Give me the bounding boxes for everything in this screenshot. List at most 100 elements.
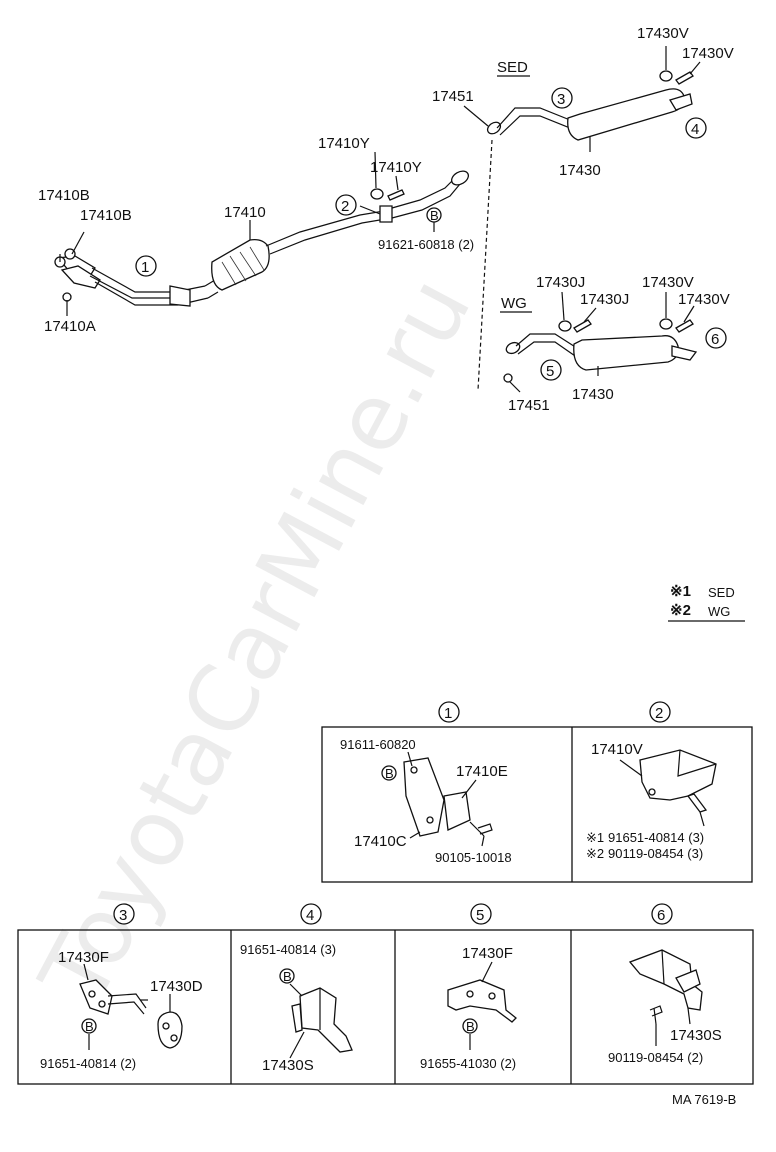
gasket-17451-bot: [503, 373, 513, 383]
svg-text:5: 5: [546, 363, 554, 380]
label-17430J-b: 17430J: [580, 291, 629, 308]
variant-sed: SED: [497, 59, 528, 76]
detail-box-1: B 91611-60820 17410E 17410C 90105-10018: [340, 737, 512, 865]
label-17430-bot: 17430: [572, 386, 614, 403]
gasket-17430V-a: [659, 70, 673, 82]
label-17430J-a: 17430J: [536, 274, 585, 291]
front-exhaust-pipe: [56, 255, 209, 307]
label-17410Y-a: 17410Y: [318, 135, 370, 152]
watermark: ToyotaCarMine.ru: [19, 260, 491, 1021]
svg-text:※1: ※1: [670, 583, 691, 600]
label-17410A: 17410A: [44, 318, 96, 335]
label-17410Y-b: 17410Y: [370, 159, 422, 176]
label-17410B-a: 17410B: [38, 187, 90, 204]
center-exhaust-pipe: [204, 170, 470, 299]
callout-5-top: 5: [540, 359, 562, 381]
detail-callout-3: 3: [113, 903, 135, 925]
b3-17430F-label: 17430F: [58, 949, 109, 966]
label-17430V-b: 17430V: [682, 45, 734, 62]
label-17451-top: 17451: [432, 88, 474, 105]
variant-wg: WG: [501, 295, 527, 312]
label-17410B-b: 17410B: [80, 207, 132, 224]
detail-callout-4: 4: [300, 903, 322, 925]
callout-1-top: 1: [135, 255, 157, 277]
svg-text:SED: SED: [708, 585, 735, 600]
svg-text:B: B: [466, 1019, 475, 1034]
svg-text:4: 4: [306, 907, 314, 924]
gasket-17410Y-b: [387, 189, 405, 201]
b1-17410C-label: 17410C: [354, 833, 407, 850]
wg-tail-muffler: [505, 333, 698, 371]
label-17430-top: 17430: [559, 162, 601, 179]
label-17410: 17410: [224, 204, 266, 221]
svg-text:6: 6: [657, 907, 665, 924]
svg-text:3: 3: [557, 91, 565, 108]
svg-text:B: B: [85, 1019, 94, 1034]
gasket-17410A: [62, 292, 72, 302]
variant-legend: ※1 SED ※2 WG: [668, 583, 745, 622]
b5-17430F-label: 17430F: [462, 945, 513, 962]
svg-text:4: 4: [691, 121, 699, 138]
gasket-17430V-c: [659, 318, 673, 330]
gasket-17430J-b: [573, 319, 592, 333]
callout-6-top: 6: [705, 327, 727, 349]
callout-4-top: 4: [685, 117, 707, 139]
svg-text:1: 1: [444, 705, 452, 722]
b1-17410E-label: 17410E: [456, 763, 508, 780]
b5-bolt-label: 91655-41030 (2): [420, 1056, 516, 1071]
svg-text:2: 2: [341, 198, 349, 215]
detail-callout-1: 1: [438, 701, 460, 723]
callout-2-top: 2: [335, 194, 357, 216]
b6-bolt-label: 90119-08454 (2): [608, 1050, 703, 1065]
b6-17430S-label: 17430S: [670, 1027, 722, 1044]
svg-text:WG: WG: [708, 604, 730, 619]
label-17430V-a: 17430V: [637, 25, 689, 42]
svg-text:6: 6: [711, 331, 719, 348]
b1-screw-label: 90105-10018: [435, 850, 512, 865]
detail-callout-2: 2: [649, 701, 671, 723]
b2-17410V-label: 17410V: [591, 741, 643, 758]
label-17430V-d: 17430V: [678, 291, 730, 308]
b1-bolt-label: 91611-60820: [340, 737, 416, 752]
svg-text:1: 1: [141, 259, 149, 276]
detail-row-1-frame: [321, 726, 753, 883]
gasket-17410B-b: [64, 248, 76, 260]
b4-bolt-label: 91651-40814 (3): [240, 942, 336, 957]
svg-text:※1: ※1: [586, 830, 604, 845]
b2-sed-bolt-label: 91651-40814 (3): [608, 830, 704, 845]
detail-box-2: 17410V ※1 91651-40814 (3) ※2 90119-08454…: [586, 741, 717, 861]
callout-3-top: 3: [551, 87, 573, 109]
sed-tail-muffler: [486, 88, 693, 141]
detail-callout-6: 6: [651, 903, 673, 925]
detail-box-5: B 17430F 91655-41030 (2): [420, 945, 517, 1071]
top-leader-lines: [59, 46, 701, 393]
svg-text:B: B: [283, 969, 292, 984]
detail-row-2-frame: [17, 929, 754, 1085]
figure-id: MA 7619-B: [672, 1092, 736, 1107]
svg-text:3: 3: [119, 907, 127, 924]
svg-text:2: 2: [655, 705, 663, 722]
detail-box-6: 17430S 90119-08454 (2): [608, 949, 722, 1065]
label-17430V-c: 17430V: [642, 274, 694, 291]
gasket-17430J-a: [558, 320, 572, 332]
detail-callout-5: 5: [470, 903, 492, 925]
b3-17430D-label: 17430D: [150, 978, 203, 995]
gasket-17410Y-a: [370, 188, 384, 200]
b4-17430S-label: 17430S: [262, 1057, 314, 1074]
label-91621-60818: 91621-60818 (2): [378, 237, 474, 252]
detail-box-4: B 91651-40814 (3) 17430S: [240, 942, 353, 1074]
bolt-marker-b-top-label: B: [430, 208, 439, 223]
sed-wg-link: [477, 139, 493, 391]
b3-bolt-label: 91651-40814 (2): [40, 1056, 136, 1071]
b2-wg-bolt-label: 90119-08454 (3): [608, 846, 703, 861]
svg-text:※2: ※2: [586, 846, 604, 861]
svg-text:※2: ※2: [670, 602, 691, 619]
svg-text:B: B: [385, 766, 394, 781]
label-17451-bot: 17451: [508, 397, 550, 414]
detail-box-3: B 17430F 17430D 91651-40814 (2): [40, 949, 203, 1071]
svg-text:5: 5: [476, 907, 484, 924]
gasket-17430V-b: [675, 71, 694, 85]
gasket-17430V-d: [675, 319, 694, 333]
